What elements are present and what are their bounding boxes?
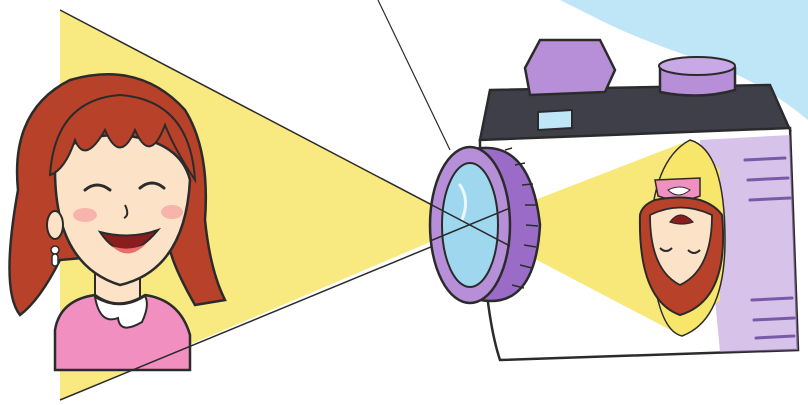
girl-left-cheek (73, 208, 97, 222)
lens-icon (430, 147, 540, 303)
camera-dial-top (659, 57, 735, 75)
girl-ear (47, 211, 63, 239)
girl-right-cheek (161, 205, 183, 219)
label-pointer-line (378, 0, 450, 150)
camera-viewfinder-hump (525, 40, 615, 95)
earring-icon (51, 246, 59, 254)
earring-drop (52, 254, 58, 266)
camera (430, 40, 798, 360)
camera-viewfinder-window (538, 110, 572, 130)
